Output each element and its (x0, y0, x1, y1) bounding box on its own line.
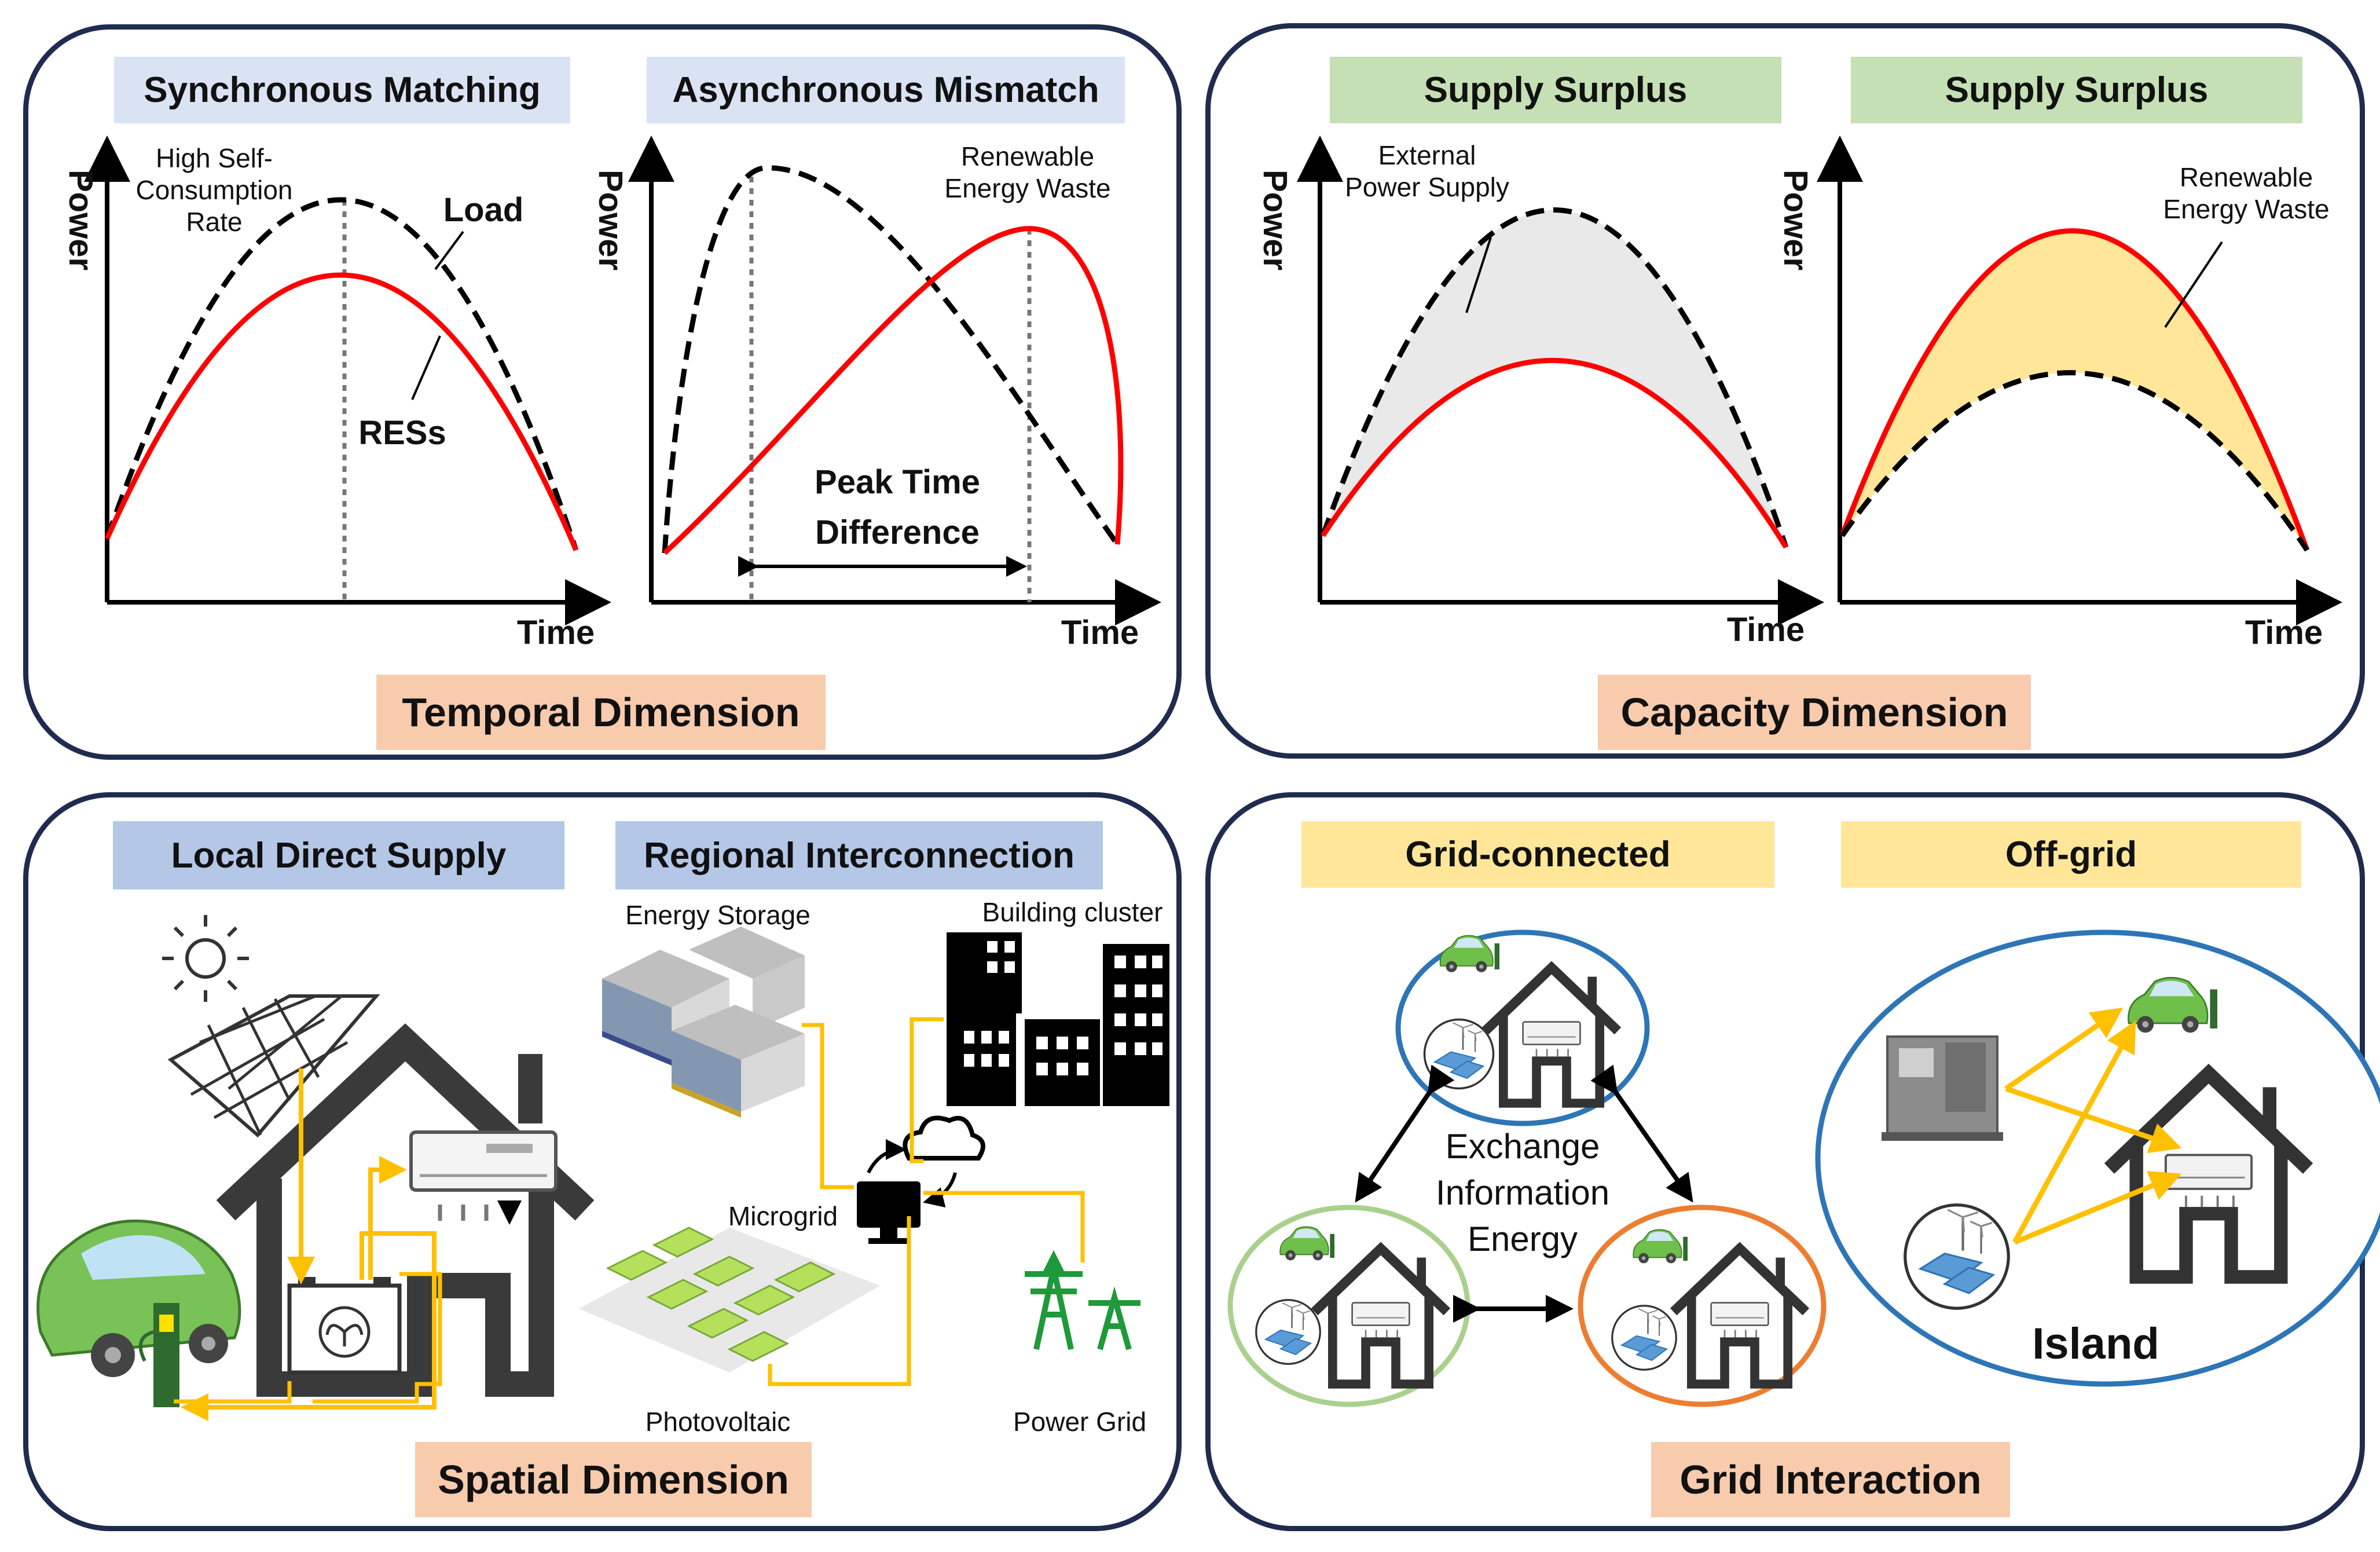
sync-title: Synchronous Matching (114, 57, 570, 123)
res-label: RESs (358, 414, 446, 452)
sync-chart (84, 136, 611, 625)
sync-annot-2: Consumption (135, 174, 293, 205)
cap-right-y-axis-label: Power (1777, 169, 1815, 271)
sync-res-curve (104, 272, 579, 551)
computer-icon (857, 1181, 921, 1244)
capacity-left-chart (1297, 136, 1824, 625)
temporal-title: Temporal Dimension (376, 675, 826, 750)
wind-turbine-icon (1423, 1018, 1495, 1090)
off-grid-title: Off-grid (1841, 821, 2301, 888)
cap-left-y-axis-label: Power (1256, 169, 1294, 271)
capacity-left-load-curve (1320, 207, 1789, 548)
exchange-line-1: Exchange (1445, 1126, 1600, 1166)
sync-y-axis-label: Power (62, 169, 100, 271)
regional-title: Regional Interconnection (615, 821, 1103, 890)
sun-icon (162, 915, 249, 1002)
peak-time-1: Peak Time (815, 463, 980, 501)
grid-connected-title: Grid-connected (1301, 821, 1774, 888)
grid-connected-network (1227, 929, 1827, 1407)
capacity-left-res-curve (1321, 358, 1788, 549)
wind-turbine-icon (1905, 1205, 2009, 1309)
transmission-tower-icon (1025, 1250, 1141, 1350)
cap-right-x-axis-label: Time (2245, 614, 2323, 651)
exchange-line-2: Information (1435, 1173, 1610, 1212)
interconnection-lines (802, 1023, 854, 1189)
grid-interaction-title: Grid Interaction (1651, 1442, 2010, 1517)
solar-panel-icon (167, 994, 380, 1138)
photovoltaic-label: Photovoltaic (645, 1407, 791, 1437)
generator-icon (1882, 1035, 2003, 1141)
async-chart (628, 136, 1161, 625)
off-grid-island (1815, 929, 2380, 1387)
capacity-right-load-curve (1840, 370, 2309, 552)
ev-car-icon (36, 1219, 241, 1377)
peak-time-2: Difference (815, 514, 980, 551)
sync-load-curve (104, 197, 579, 551)
async-load-curve (662, 165, 1120, 554)
local-supply-title: Local Direct Supply (113, 821, 564, 890)
temporal-panel (23, 24, 1182, 760)
sync-x-axis-label: Time (516, 614, 595, 651)
async-res-curve (662, 226, 1124, 555)
microgrid-label: Microgrid (728, 1201, 838, 1231)
async-annot-2: Energy Waste (944, 173, 1111, 203)
regional-illustration (579, 927, 1169, 1386)
sync-annot-1: High Self- (156, 142, 273, 173)
cap-left-x-axis-label: Time (1726, 611, 1805, 649)
cap-left-annot-1: External (1378, 140, 1476, 170)
energy-storage-label: Energy Storage (625, 900, 811, 930)
battery-icon (287, 1277, 402, 1375)
spatial-title: Spatial Dimension (415, 1442, 812, 1517)
capacity-right-title: Supply Surplus (1851, 57, 2302, 123)
wind-turbine-icon (1255, 1299, 1321, 1365)
wind-turbine-icon (1611, 1305, 1677, 1371)
charger-icon (138, 1303, 179, 1407)
pv-array-icon (579, 1227, 880, 1372)
power-grid-label: Power Grid (1013, 1407, 1147, 1437)
async-y-axis-label: Power (592, 169, 630, 271)
async-title: Asynchronous Mismatch (647, 57, 1125, 123)
storage-container-icon (602, 927, 805, 1118)
capacity-title: Capacity Dimension (1598, 675, 2031, 750)
cap-right-annot-1: Renewable (2179, 162, 2313, 192)
building-cluster-label: Building cluster (982, 897, 1163, 927)
local-supply-illustration (36, 915, 595, 1421)
cap-left-annot-2: Power Supply (1345, 171, 1509, 202)
load-label: Load (443, 191, 524, 229)
island-label: Island (2032, 1319, 2159, 1368)
async-annot-1: Renewable (960, 141, 1095, 171)
capacity-right-res-curve (1839, 228, 2310, 551)
capacity-right-chart (1817, 136, 2342, 625)
capacity-left-title: Supply Surplus (1330, 57, 1781, 123)
air-conditioner-icon (409, 1130, 558, 1221)
async-x-axis-label: Time (1061, 614, 1139, 651)
sync-annot-3: Rate (186, 206, 243, 237)
cap-right-annot-2: Energy Waste (2163, 193, 2330, 224)
exchange-line-3: Energy (1467, 1219, 1578, 1258)
